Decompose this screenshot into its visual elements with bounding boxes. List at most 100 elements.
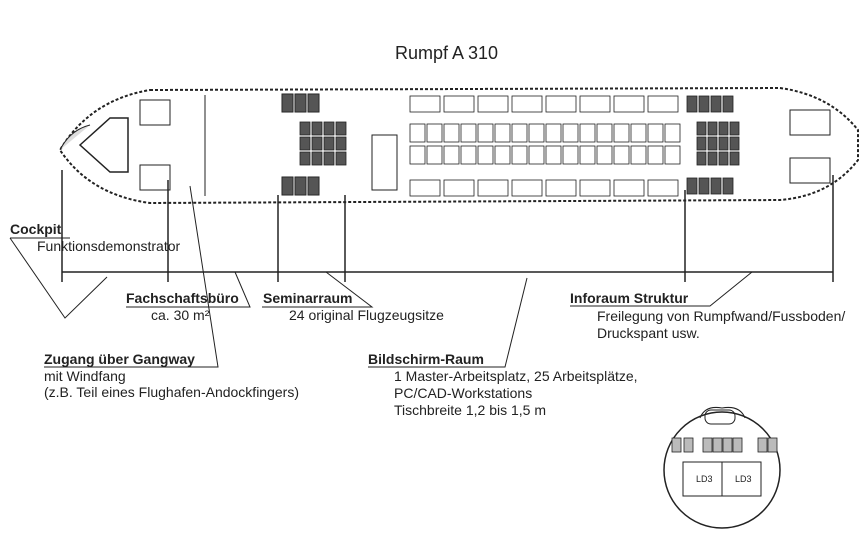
label-seminarraum: Seminarraum [263, 290, 353, 306]
seat [511, 179, 543, 197]
seat [562, 123, 579, 143]
label-bildschirm-desc-1: 1 Master-Arbeitsplatz, 25 Arbeitsplätze, [394, 368, 638, 384]
seat [409, 179, 441, 197]
fuselage-outline [58, 86, 859, 205]
label-inforaum: Inforaum Struktur [570, 290, 689, 306]
seat [545, 95, 577, 113]
seat [702, 437, 713, 453]
seat [281, 93, 294, 113]
seat [579, 179, 611, 197]
seat [511, 145, 528, 165]
seat [545, 123, 562, 143]
seat [630, 145, 647, 165]
seat [718, 136, 729, 151]
seat [718, 151, 729, 166]
seat [729, 121, 740, 136]
seat [613, 95, 645, 113]
seat [323, 121, 335, 136]
seat [647, 145, 664, 165]
seat [511, 95, 543, 113]
seat [698, 177, 710, 195]
label-bildschirm-desc-3: Tischbreite 1,2 bis 1,5 m [394, 402, 546, 418]
seat [511, 123, 528, 143]
seat [686, 95, 698, 113]
seat [579, 145, 596, 165]
seat [698, 95, 710, 113]
seat [299, 121, 311, 136]
seat [710, 177, 722, 195]
seat [686, 177, 698, 195]
label-zugang-desc-2: (z.B. Teil eines Flughafen-Andockfingers… [44, 384, 299, 400]
dimension-lines [61, 170, 834, 282]
seat [767, 437, 778, 453]
seat [335, 136, 347, 151]
seat [757, 437, 768, 453]
seat [426, 123, 443, 143]
seat [294, 176, 307, 196]
label-fachschaftsbuero-desc: ca. 30 m² [151, 307, 210, 323]
seat [528, 145, 545, 165]
container-label: LD3 [735, 474, 752, 484]
seat [477, 179, 509, 197]
seat [732, 437, 743, 453]
seat [647, 123, 664, 143]
seat [683, 437, 694, 453]
seat [613, 179, 645, 197]
seat [722, 95, 734, 113]
seat [323, 136, 335, 151]
seat [494, 145, 511, 165]
seat [712, 437, 723, 453]
label-cockpit-desc: Funktionsdemonstrator [37, 238, 181, 254]
seat [460, 145, 477, 165]
seat [443, 95, 475, 113]
seat [696, 151, 707, 166]
seat [311, 121, 323, 136]
diagram-title: Rumpf A 310 [395, 43, 499, 63]
seat [596, 145, 613, 165]
seat [545, 145, 562, 165]
seat [494, 123, 511, 143]
seat [426, 145, 443, 165]
seat [718, 121, 729, 136]
seat [335, 121, 347, 136]
seat [311, 151, 323, 166]
seat [671, 437, 682, 453]
seat [596, 123, 613, 143]
seat [613, 145, 630, 165]
seat [664, 145, 681, 165]
seat [299, 136, 311, 151]
seat [664, 123, 681, 143]
seat [307, 93, 320, 113]
seat [311, 136, 323, 151]
seat [647, 95, 679, 113]
seat [307, 176, 320, 196]
seat [443, 123, 460, 143]
label-inforaum-desc-1: Freilegung von Rumpfwand/Fussboden/ [597, 308, 846, 324]
seat [630, 123, 647, 143]
seat [281, 176, 294, 196]
label-zugang: Zugang über Gangway [44, 351, 195, 367]
seat [409, 95, 441, 113]
label-inforaum-desc-2: Druckspant usw. [597, 325, 700, 341]
seat-layout [281, 93, 740, 197]
cross-section [663, 407, 781, 529]
seat [613, 123, 630, 143]
label-cockpit: Cockpit [10, 221, 62, 237]
seat [294, 93, 307, 113]
seat [323, 151, 335, 166]
label-bildschirm-desc-2: PC/CAD-Workstations [394, 385, 533, 401]
seat [579, 95, 611, 113]
seat [528, 123, 545, 143]
seat [707, 151, 718, 166]
seat [477, 145, 494, 165]
label-zugang-desc-1: mit Windfang [44, 368, 126, 384]
seat [707, 136, 718, 151]
leader-lines [9, 185, 753, 368]
seat [409, 123, 426, 143]
seat [722, 437, 733, 453]
label-bildschirm: Bildschirm-Raum [368, 351, 484, 367]
seat [729, 136, 740, 151]
seat [707, 121, 718, 136]
seat [562, 145, 579, 165]
